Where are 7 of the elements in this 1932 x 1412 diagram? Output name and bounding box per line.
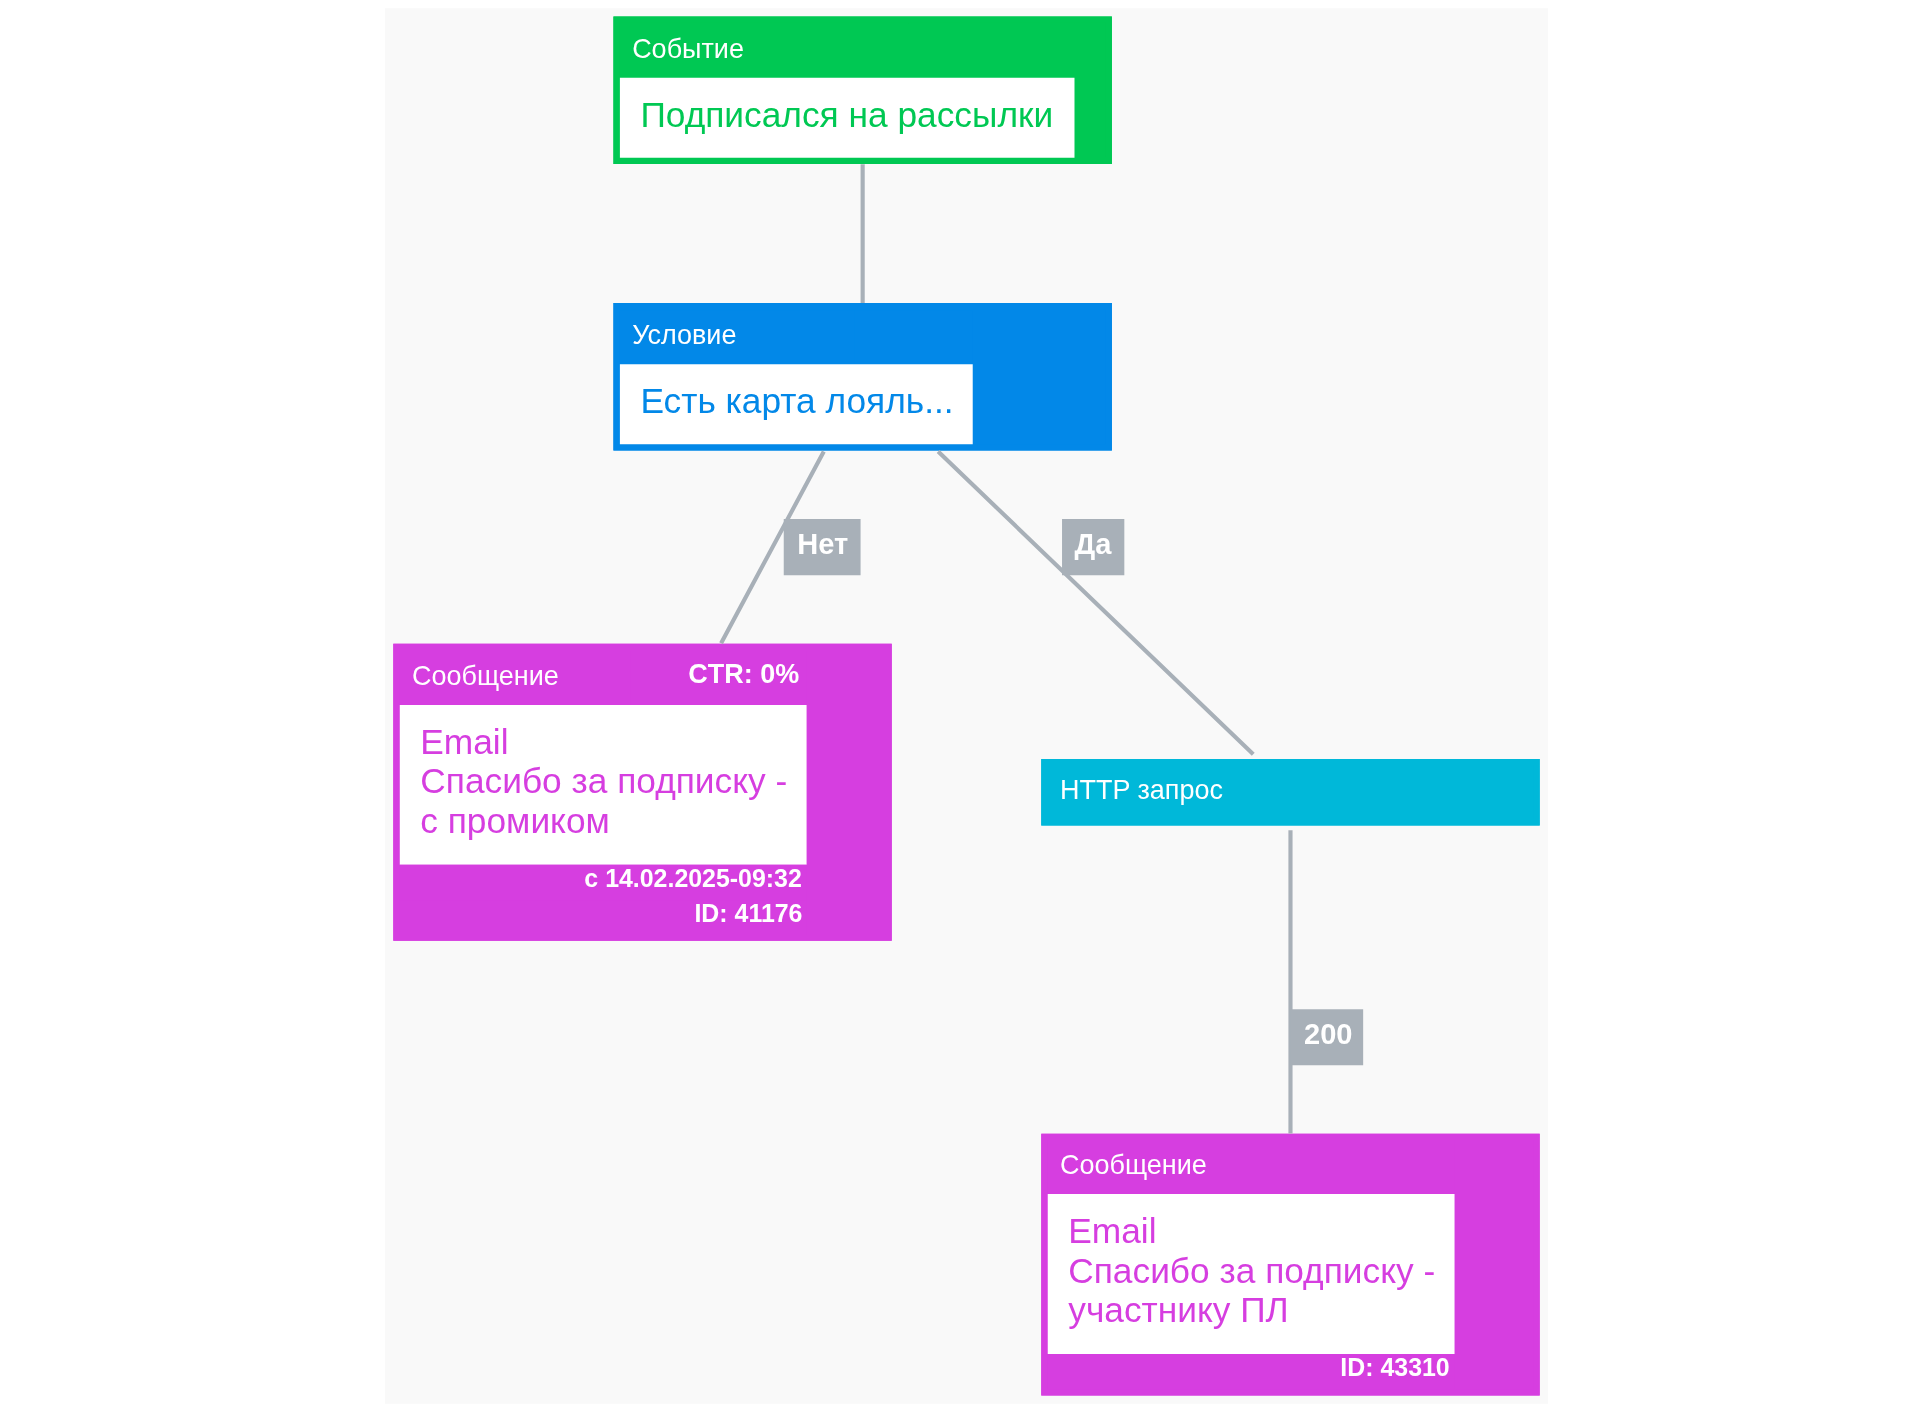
edge-label: 200 bbox=[1303, 1017, 1352, 1050]
connector bbox=[936, 449, 1255, 756]
connector bbox=[860, 164, 865, 303]
edge-label: Нет bbox=[796, 527, 848, 560]
edge-label: Да bbox=[1073, 527, 1111, 560]
connector bbox=[1287, 830, 1293, 1134]
connector bbox=[718, 450, 826, 645]
